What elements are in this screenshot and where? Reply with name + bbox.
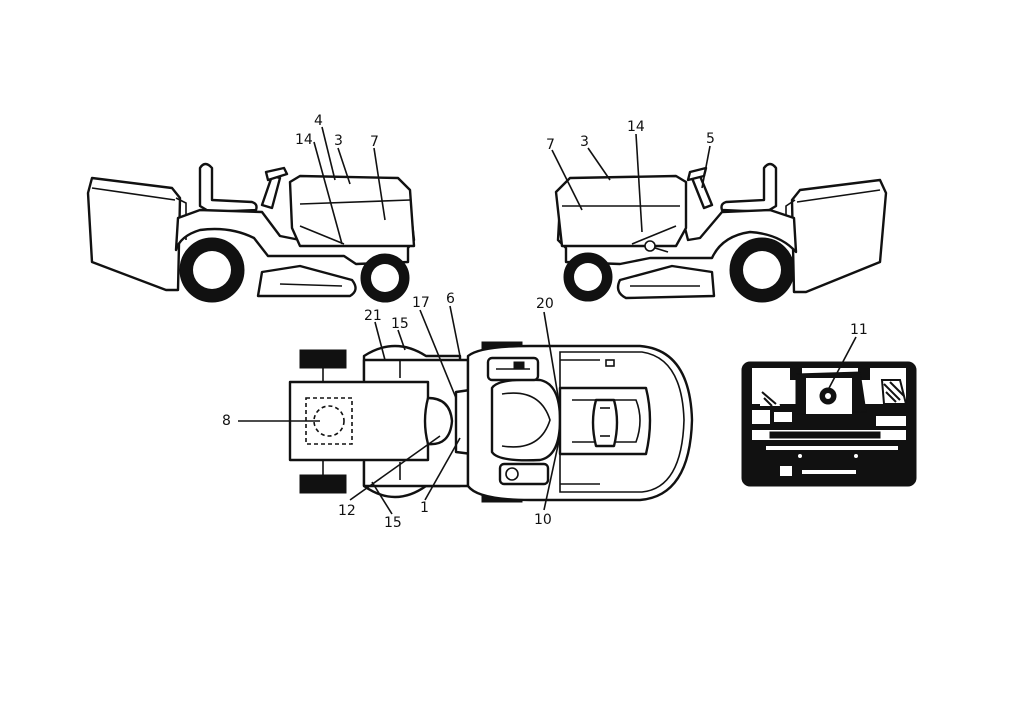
callout-14-left: 14 — [295, 132, 313, 148]
callout-3-left: 3 — [334, 133, 343, 149]
callout-15-top: 15 — [391, 316, 409, 332]
callout-12: 12 — [338, 503, 356, 519]
tractor-left-side-view — [86, 162, 416, 303]
tractor-top-view — [288, 341, 694, 503]
callout-17: 17 — [412, 295, 430, 311]
callout-20: 20 — [536, 296, 554, 312]
callout-10: 10 — [534, 512, 552, 528]
callout-3-right: 3 — [580, 134, 589, 150]
tractor-right-side-view — [554, 162, 888, 303]
callout-11: 11 — [850, 322, 868, 338]
callout-labels: 4 14 3 7 7 3 14 5 21 15 17 6 20 8 12 1 1… — [222, 113, 868, 531]
callout-14-right: 14 — [627, 119, 645, 135]
callout-7-left: 7 — [370, 134, 379, 150]
callout-1: 1 — [420, 500, 429, 516]
callout-8: 8 — [222, 413, 231, 429]
callout-7-right: 7 — [546, 137, 555, 153]
callout-4-left: 4 — [314, 113, 323, 129]
control-panel-decal — [741, 361, 917, 487]
callout-6: 6 — [446, 291, 455, 307]
callout-21: 21 — [364, 308, 382, 324]
callout-5: 5 — [706, 131, 715, 147]
leader-lines — [238, 126, 857, 515]
callout-15-bottom: 15 — [384, 515, 402, 531]
